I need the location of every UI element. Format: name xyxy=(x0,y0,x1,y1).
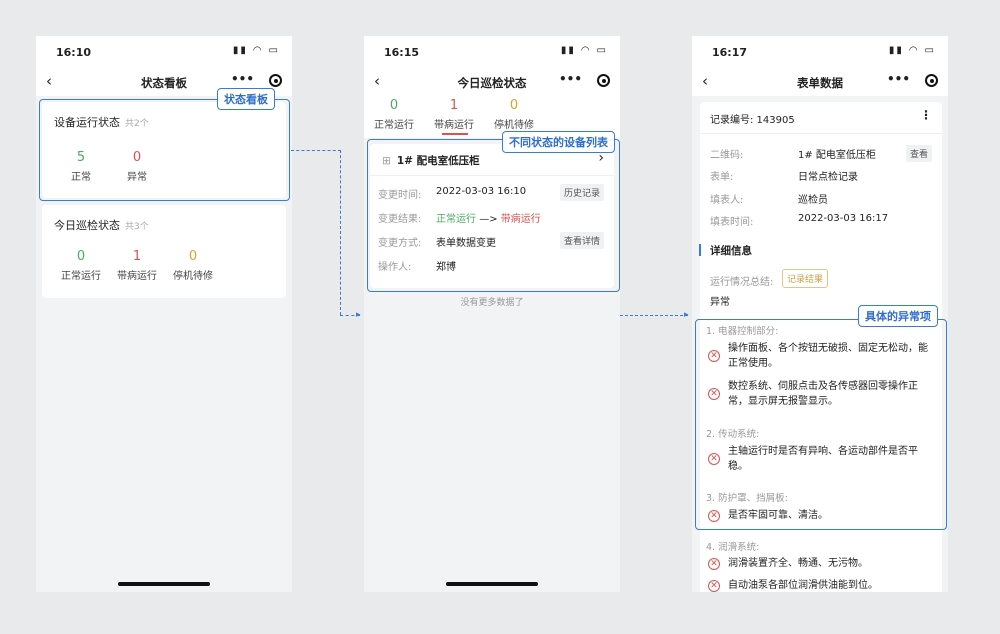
kebab-menu-icon[interactable]: ⋮ xyxy=(920,108,932,122)
record-number: 记录编号: 143905 xyxy=(710,115,795,126)
nav-bar: ‹ 状态看板 ••• xyxy=(36,70,292,96)
page-title: 状态看板 xyxy=(141,76,187,90)
device-name[interactable]: ⊞1# 配电室低压柜 xyxy=(382,155,480,167)
error-circle-icon: ✕ xyxy=(708,509,720,522)
qrcode-icon: ⊞ xyxy=(382,155,391,167)
nav-bar: ‹ 表单数据 ••• xyxy=(692,70,948,96)
nav-bar: ‹ 今日巡检状态 ••• xyxy=(364,70,620,96)
page-title: 表单数据 xyxy=(797,76,843,90)
error-circle-icon: ✕ xyxy=(708,388,720,400)
back-icon[interactable]: ‹ xyxy=(374,72,380,90)
more-icon[interactable]: ••• xyxy=(558,72,582,86)
highlight-frame xyxy=(367,139,620,292)
connector-line xyxy=(291,150,341,151)
more-icon[interactable]: ••• xyxy=(230,72,254,86)
status-bar: 16:15▮▮ ◠ ▭ xyxy=(364,36,620,70)
form-card: 记录编号: 143905 ⋮ 二维码:1# 配电室低压柜 查看 表单:日常点检记… xyxy=(700,102,942,592)
error-circle-icon: ✕ xyxy=(708,453,720,465)
abnormal-item: ✕自动油泵各部位润滑供油能到位。 xyxy=(706,578,930,592)
signal-wifi-battery-icon: ▮▮ ◠ ▭ xyxy=(560,45,608,56)
back-icon[interactable]: ‹ xyxy=(702,72,708,90)
record-result-tag: 记录结果 xyxy=(782,269,829,288)
abnormal-item: ✕操作面板、各个按钮无破损、固定无松动，能正常使用。 xyxy=(706,341,930,371)
page-title: 今日巡检状态 xyxy=(457,76,527,90)
status-bar: 16:17▮▮ ◠ ▭ xyxy=(692,36,948,70)
card-title: 今日巡检状态 xyxy=(54,219,120,232)
phone-form-data: 16:17▮▮ ◠ ▭ ‹ 表单数据 ••• 记录编号: 143905 ⋮ 二维… xyxy=(692,36,948,592)
error-circle-icon: ✕ xyxy=(708,557,720,570)
section-title: 详细信息 xyxy=(710,245,752,257)
signal-wifi-battery-icon: ▮▮ ◠ ▭ xyxy=(232,45,280,56)
no-more-data: 没有更多数据了 xyxy=(460,298,524,308)
clock: 16:10 xyxy=(56,46,92,59)
history-button[interactable]: 历史记录 xyxy=(559,184,604,201)
device-card[interactable]: ⊞1# 配电室低压柜 › 变更时间:2022-03-03 16:10 历史记录 … xyxy=(370,144,614,288)
card-count: 共3个 xyxy=(125,222,149,232)
connector-line xyxy=(340,150,341,315)
arrow-right-icon: ▸ xyxy=(684,310,689,320)
callout-label: 状态看板 xyxy=(217,88,275,110)
callout-label: 具体的异常项 xyxy=(858,305,938,327)
summary-value: 异常 xyxy=(710,297,730,308)
connector-line xyxy=(340,315,360,316)
abnormal-item: ✕润滑装置齐全、畅通、无污物。 xyxy=(706,556,930,571)
status-bar: 16:10 ▮▮ ◠ ▭ xyxy=(36,36,292,70)
connector-line xyxy=(620,315,688,316)
card-title: 设备运行状态 xyxy=(54,116,120,129)
close-miniprogram-icon[interactable] xyxy=(597,74,610,87)
callout-label: 不同状态的设备列表 xyxy=(502,131,615,153)
chevron-right-icon[interactable]: › xyxy=(598,150,604,166)
error-circle-icon: ✕ xyxy=(708,350,720,362)
signal-wifi-battery-icon: ▮▮ ◠ ▭ xyxy=(888,45,936,56)
close-miniprogram-icon[interactable] xyxy=(269,74,282,87)
section-marker xyxy=(699,244,701,256)
abnormal-item: ✕是否牢固可靠、清洁。 xyxy=(706,508,930,523)
abnormal-item: ✕数控系统、伺服点击及各传感器回零操作正常，显示屏无报警显示。 xyxy=(706,379,930,409)
view-qrcode-button[interactable]: 查看 xyxy=(905,145,932,162)
close-miniprogram-icon[interactable] xyxy=(925,74,938,87)
card-count: 共2个 xyxy=(125,119,149,129)
highlight-frame xyxy=(695,319,947,530)
error-circle-icon: ✕ xyxy=(708,579,720,592)
abnormal-item: ✕主轴运行时是否有异响、各运动部件是否平稳。 xyxy=(706,444,930,474)
divider xyxy=(700,133,942,134)
home-indicator xyxy=(118,582,210,586)
more-icon[interactable]: ••• xyxy=(886,72,910,86)
arrow-right-icon: ▸ xyxy=(356,310,361,320)
divider xyxy=(370,175,614,176)
highlight-frame xyxy=(39,99,290,201)
view-details-button[interactable]: 查看详情 xyxy=(559,232,604,249)
home-indicator xyxy=(446,582,538,586)
back-icon[interactable]: ‹ xyxy=(46,72,52,90)
active-tab-indicator xyxy=(442,133,468,135)
